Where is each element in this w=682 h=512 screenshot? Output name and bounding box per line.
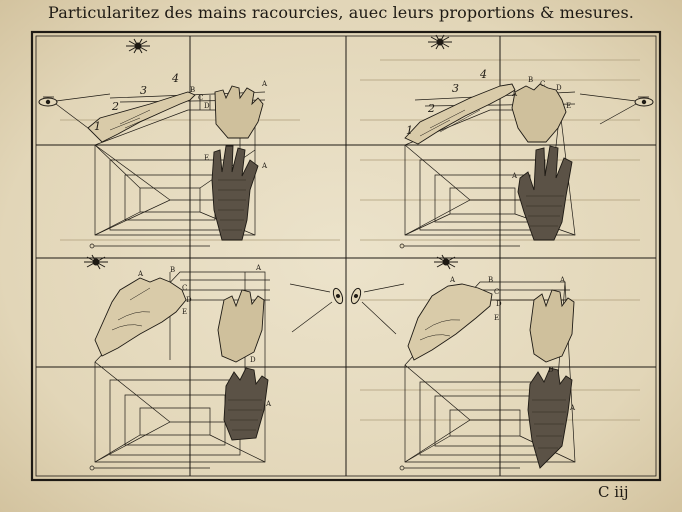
figure-bottom-right: A B C D E A D A — [399, 254, 576, 471]
svg-text:C: C — [182, 284, 187, 292]
svg-text:E: E — [182, 308, 187, 316]
sight-lines — [55, 93, 111, 129]
page-signature: C iij — [598, 483, 629, 501]
svg-text:A: A — [255, 264, 262, 272]
hand-icon — [217, 289, 265, 363]
hand-hatching — [419, 109, 481, 137]
svg-text:A: A — [449, 276, 456, 284]
figure-labels: 1 2 3 4 A B C D E A — [406, 68, 571, 180]
svg-text:E: E — [566, 102, 571, 110]
svg-text:2: 2 — [427, 102, 435, 115]
hand-hatching — [109, 109, 161, 131]
plate-grid — [36, 36, 656, 476]
figure-bottom-left: A B C D E A A D — [84, 254, 272, 471]
svg-text:D: D — [548, 366, 554, 374]
svg-text:E: E — [494, 314, 499, 322]
hand-icon — [223, 367, 269, 441]
svg-text:B: B — [528, 76, 533, 84]
svg-text:D: D — [556, 84, 562, 92]
sun-icon — [84, 254, 108, 270]
hand-icon — [211, 145, 259, 241]
svg-text:A: A — [511, 90, 518, 98]
figure-top-left: 1 2 3 4 A B C D E A — [38, 38, 268, 249]
svg-text:A: A — [261, 80, 268, 88]
svg-text:D: D — [496, 300, 502, 308]
svg-text:C: C — [540, 80, 545, 88]
svg-text:D: D — [250, 356, 256, 364]
svg-text:B: B — [488, 276, 493, 284]
svg-text:1: 1 — [94, 120, 101, 133]
sun-icon — [428, 34, 452, 50]
palm-lines — [419, 319, 461, 341]
figure-labels: A B C D E A D A — [449, 276, 576, 412]
svg-text:A: A — [261, 162, 268, 170]
eye-icon — [634, 96, 654, 107]
svg-text:C: C — [494, 288, 499, 296]
page-title: Particularitez des mains racourcies, aue… — [48, 3, 634, 22]
sun-icon — [126, 38, 150, 54]
hand-icon — [407, 283, 493, 361]
hand-icon — [404, 83, 516, 145]
hand-icon — [529, 289, 575, 363]
hand-icon — [214, 85, 264, 139]
figure-top-right: 1 2 3 4 A B C D E A — [399, 34, 654, 249]
sun-icon — [434, 254, 458, 270]
center-eyes — [289, 283, 405, 335]
svg-text:B: B — [190, 86, 195, 94]
svg-text:3: 3 — [140, 84, 147, 97]
hand-shading — [228, 399, 262, 431]
svg-text:2: 2 — [111, 100, 119, 113]
plate-border-outer — [30, 30, 662, 482]
svg-text:A: A — [569, 404, 576, 412]
figure-labels: 1 2 3 4 A B C D E A — [94, 72, 268, 170]
svg-text:E: E — [204, 154, 209, 162]
hand-shading — [218, 179, 246, 231]
svg-text:4: 4 — [171, 72, 179, 85]
hand-icon — [511, 83, 567, 143]
hand-shading — [526, 195, 564, 227]
svg-text:A: A — [511, 172, 518, 180]
eye-icon — [38, 96, 58, 107]
hand-icon — [517, 145, 573, 241]
hand-icon — [94, 277, 187, 357]
eye-icon — [350, 287, 362, 305]
hand-shading — [532, 399, 566, 449]
sight-lines — [289, 283, 405, 335]
svg-text:C: C — [198, 94, 203, 102]
svg-text:B: B — [170, 266, 175, 274]
hand-icon — [87, 91, 196, 143]
svg-text:A: A — [559, 276, 566, 284]
figure-labels: A B C D E A A D — [137, 264, 272, 408]
eye-icon — [332, 287, 344, 305]
svg-text:A: A — [265, 400, 272, 408]
hand-icon — [527, 367, 573, 469]
svg-text:1: 1 — [406, 124, 413, 137]
svg-text:D: D — [204, 102, 210, 110]
sight-lines — [579, 93, 637, 125]
svg-text:A: A — [137, 270, 144, 278]
svg-text:4: 4 — [479, 68, 487, 81]
svg-text:3: 3 — [452, 82, 459, 95]
svg-text:D: D — [186, 296, 192, 304]
palm-lines — [111, 287, 151, 331]
